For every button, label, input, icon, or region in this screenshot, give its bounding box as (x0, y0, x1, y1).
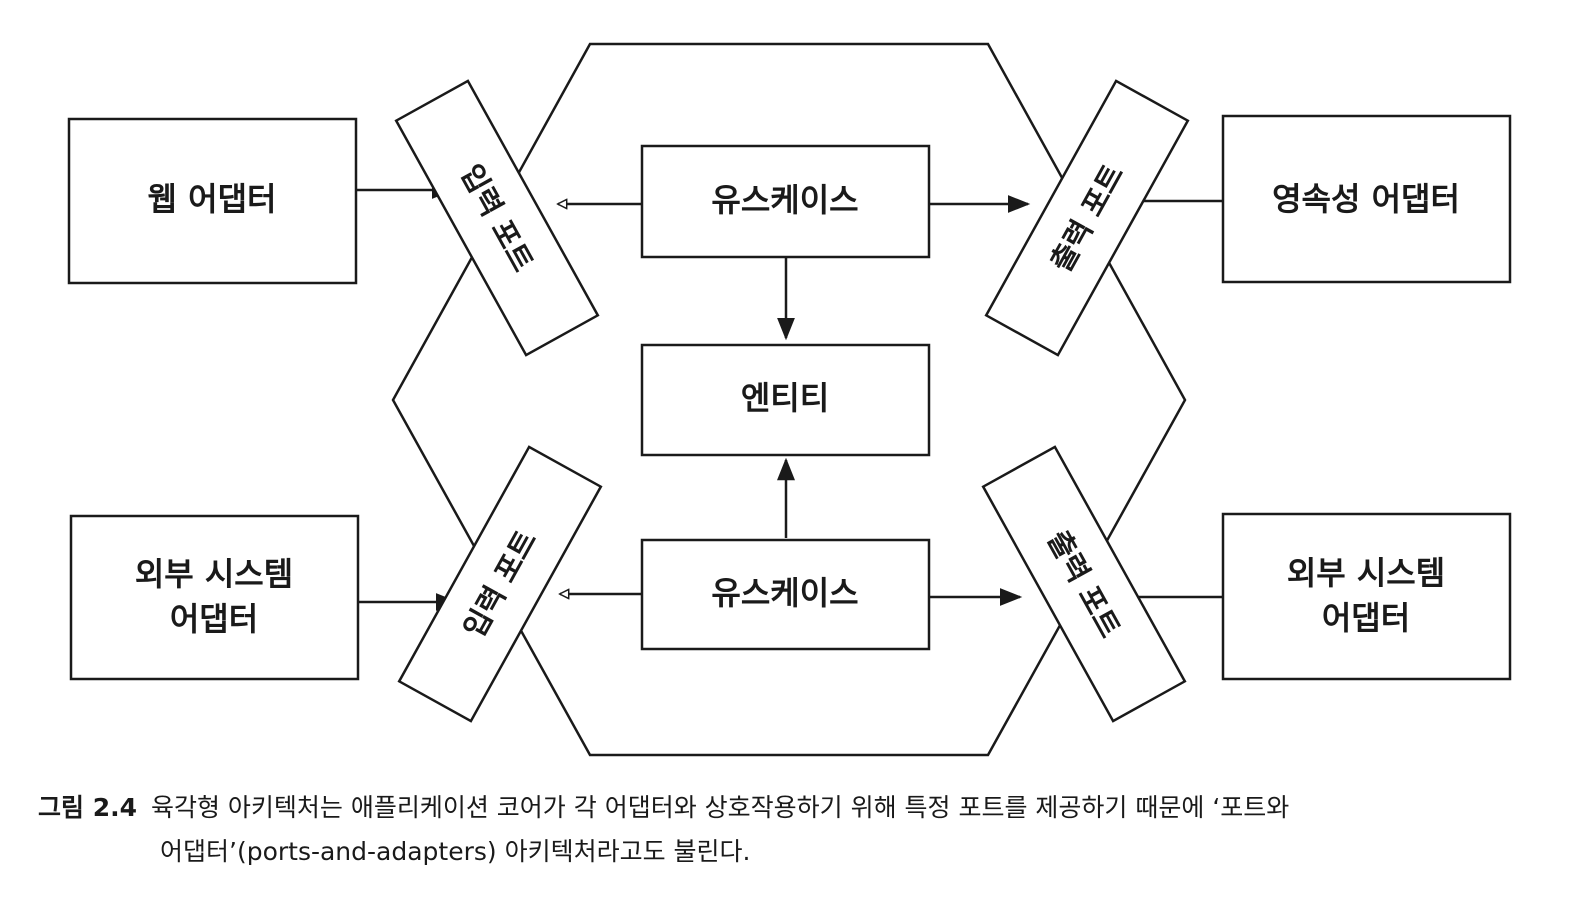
caption-label: 그림 2.4 (38, 793, 137, 822)
output-port-top: 출력 포트 (984, 79, 1190, 357)
web-adapter-label: 웹 어댑터 (148, 180, 277, 218)
hexagon-boundary (391, 42, 1187, 757)
entity-box: 엔티티 (640, 343, 931, 457)
usecase-top-label: 유스케이스 (711, 181, 858, 219)
external-adapter-left-label-line2: 어댑터 (170, 600, 258, 638)
input-port-top: 입력 포트 (394, 79, 600, 357)
usecase-bottom-label: 유스케이스 (711, 574, 858, 612)
external-adapter-right-label-line2: 어댑터 (1322, 599, 1410, 637)
output-port-bottom: 출력 포트 (981, 445, 1187, 723)
hexagonal-architecture-diagram: 웹 어댑터 외부 시스템 어댑터 영속성 어댑터 외부 시스템 어댑터 유스케이… (67, 42, 1512, 757)
caption-line-1: 그림 2.4 육각형 아키텍처는 애플리케이션 코어가 각 어댑터와 상호작용하… (38, 786, 1558, 830)
persistence-adapter-label: 영속성 어댑터 (1272, 180, 1460, 218)
usecase-bottom-box: 유스케이스 (640, 538, 931, 651)
caption-text-line1: 육각형 아키텍처는 애플리케이션 코어가 각 어댑터와 상호작용하기 위해 특정… (150, 793, 1290, 822)
external-system-adapter-left-box: 외부 시스템 어댑터 (69, 514, 360, 681)
usecase-top-box: 유스케이스 (640, 144, 931, 259)
persistence-adapter-box: 영속성 어댑터 (1221, 114, 1512, 284)
caption-text-line2: 어댑터’(ports-and-adapters) 아키텍처라고도 불린다. (160, 837, 751, 866)
external-adapter-left-label-line1: 외부 시스템 (135, 555, 293, 593)
figure-caption: 그림 2.4 육각형 아키텍처는 애플리케이션 코어가 각 어댑터와 상호작용하… (38, 786, 1558, 874)
input-port-bottom: 입력 포트 (397, 445, 603, 723)
external-adapter-right-label-line1: 외부 시스템 (1287, 554, 1445, 592)
external-system-adapter-right-box: 외부 시스템 어댑터 (1221, 512, 1512, 681)
entity-label: 엔티티 (741, 379, 829, 417)
web-adapter-box: 웹 어댑터 (67, 117, 358, 285)
